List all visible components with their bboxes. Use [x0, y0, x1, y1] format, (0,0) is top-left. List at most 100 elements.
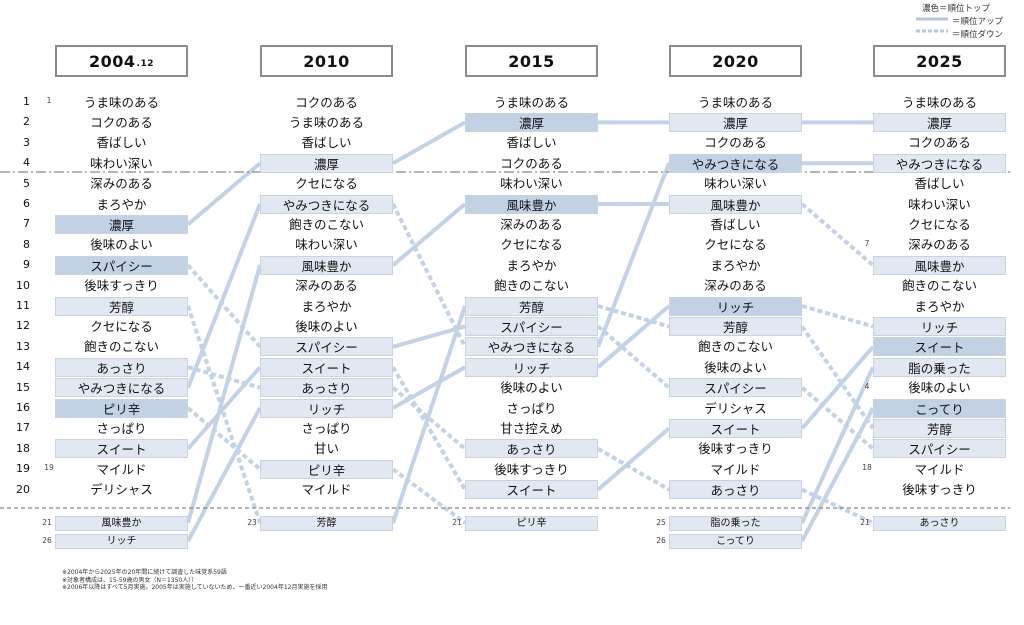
ranking-item: やみつきになる	[465, 337, 598, 357]
rank-up-connector	[186, 203, 262, 389]
ranking-item: 後味のよい	[500, 380, 563, 396]
ranking-item: スイート	[873, 337, 1006, 357]
ranking-item: こってり	[873, 398, 1006, 418]
ranking-item: まろやか	[506, 257, 557, 273]
outside-rank-number: 26	[656, 536, 666, 545]
ranking-item: 後味すっきり	[902, 482, 977, 498]
ranking-item: コクのある	[908, 135, 971, 151]
rank-up-connector	[186, 365, 262, 451]
previous-rank-label: 7	[864, 238, 870, 248]
rank-down-connector	[800, 202, 875, 267]
ranking-item: 濃厚	[465, 112, 598, 132]
ranking-item: うま味のある	[83, 94, 159, 110]
ranking-item: 深みのある	[908, 237, 971, 253]
ranking-item: クセになる	[500, 237, 563, 253]
ranking-item: 味わい深い	[90, 155, 153, 171]
rank-number: 12	[16, 319, 30, 333]
rank-number: 19	[16, 462, 30, 476]
rank-number: 4	[23, 156, 30, 170]
ranking-item: リッチ	[873, 316, 1006, 336]
ranking-item: デリシャス	[704, 400, 767, 416]
ranking-item: ピリ辛	[260, 459, 393, 479]
outside-top20-item: リッチ	[55, 534, 188, 549]
ranking-item: 飽きのこない	[697, 339, 773, 355]
footnote: ※2004年から2025年の20年間に続けて調査した味覚系59語	[62, 569, 227, 576]
rank-down-connector	[186, 263, 262, 349]
ranking-item: 飽きのこない	[83, 339, 159, 355]
ranking-item: 飽きのこない	[901, 278, 977, 294]
ranking-item: 濃厚	[669, 112, 802, 132]
ranking-item: クセになる	[295, 176, 358, 192]
year-label: 2015	[508, 51, 555, 71]
ranking-item: 濃厚	[55, 214, 188, 234]
rank-down-connector	[800, 325, 875, 430]
rank-number: 10	[16, 278, 30, 292]
previous-rank-label: 4	[864, 381, 870, 391]
rank-up-connector	[186, 161, 262, 226]
ranking-item: 後味のよい	[295, 318, 358, 334]
rank-down-connector	[801, 487, 874, 525]
ranking-item: 後味すっきり	[698, 441, 773, 457]
year-month-label: .12	[136, 59, 154, 69]
ranking-item: 芳醇	[55, 296, 188, 316]
outside-top20-item: ピリ辛	[465, 516, 598, 531]
year-header: 2004.12	[55, 45, 188, 77]
rank-up-connector	[392, 365, 466, 410]
rank-up-connector	[392, 120, 466, 165]
ranking-item: 風味豊か	[669, 194, 802, 214]
ranking-item: スパイシー	[260, 337, 393, 357]
ranking-item: 濃厚	[260, 153, 393, 173]
rank-number: 7	[23, 217, 30, 231]
ranking-item: 後味すっきり	[494, 461, 569, 477]
ranking-item: さっぱり	[301, 420, 352, 436]
rank-number: 15	[16, 380, 30, 394]
ranking-item: 味わい深い	[500, 176, 563, 192]
rank-number: 14	[16, 360, 30, 374]
legend-down-label: ＝順位ダウン	[952, 30, 1004, 40]
ranking-item: マイルド	[301, 482, 352, 498]
ranking-item: 味わい深い	[704, 176, 767, 192]
ranking-item: マイルド	[96, 461, 147, 477]
ranking-item: あっさり	[669, 480, 802, 500]
ranking-item: 飽きのこない	[288, 216, 364, 232]
rank-number: 2	[23, 115, 30, 129]
ranking-item: コクのある	[704, 135, 767, 151]
ranking-item: やみつきになる	[873, 153, 1006, 173]
ranking-item: まろやか	[914, 298, 965, 314]
rank-number: 9	[23, 258, 30, 272]
year-header: 2025	[873, 45, 1006, 77]
previous-rank-label: 18	[862, 463, 872, 473]
rank-number: 18	[16, 441, 30, 455]
rank-up-connector	[186, 264, 262, 524]
ranking-item: ピリ辛	[55, 398, 188, 418]
rank-down-connector	[186, 305, 262, 524]
ranking-item: まろやか	[710, 257, 761, 273]
ranking-item: やみつきになる	[669, 153, 802, 173]
year-label: 2010	[303, 51, 350, 71]
footnote: ※対象者構成は、15-59歳の男女（N＝1350人））	[62, 576, 198, 584]
ranking-item: スイート	[55, 439, 188, 459]
ranking-item: デリシャス	[90, 482, 153, 498]
ranking-item: 深みのある	[704, 278, 767, 294]
ranking-item: 風味豊か	[873, 255, 1006, 275]
ranking-item: 香ばしい	[914, 176, 965, 192]
ranking-item: 香ばしい	[301, 135, 352, 151]
rank-number: 16	[16, 401, 30, 414]
year-header: 2020	[669, 45, 802, 77]
ranking-item: スパイシー	[669, 378, 802, 398]
outside-top20-item: こってり	[669, 534, 802, 549]
rank-up-connector	[391, 202, 467, 267]
rank-number: 5	[23, 176, 30, 190]
year-header: 2015	[465, 45, 598, 77]
ranking-item: うま味のある	[901, 94, 977, 110]
rank-up-connector	[596, 162, 671, 348]
rank-number: 6	[23, 197, 30, 210]
rank-number: 3	[23, 135, 30, 149]
ranking-item: 脂の乗った	[873, 357, 1006, 377]
ranking-item: マイルド	[914, 461, 965, 477]
rank-up-connector	[800, 407, 875, 542]
ranking-item: あっさり	[465, 439, 598, 459]
ranking-item: 風味豊か	[260, 255, 393, 275]
legend-dark-label: 濃色＝順位トップ	[922, 4, 991, 14]
